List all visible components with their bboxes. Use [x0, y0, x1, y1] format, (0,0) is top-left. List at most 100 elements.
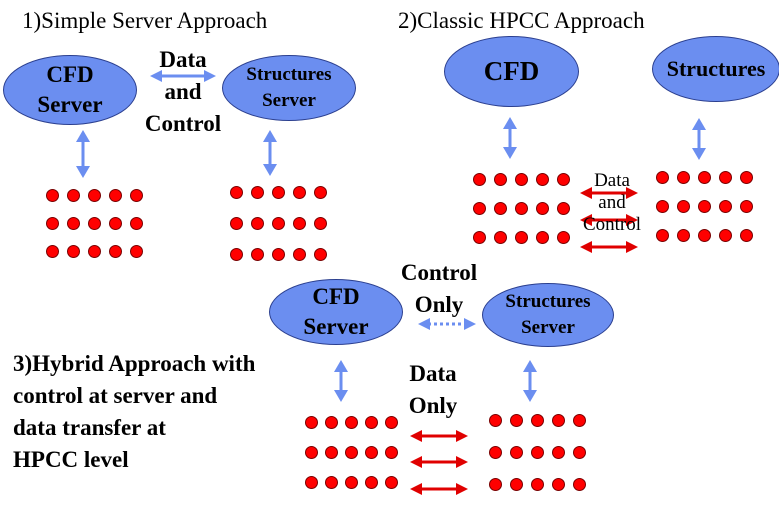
- processor-dot: [489, 446, 502, 459]
- p2-cfd-link-arrow: [503, 117, 517, 159]
- processor-dot: [314, 217, 327, 230]
- p2-link-label: Data and Control: [574, 170, 650, 236]
- p3-control-only-arrow: [418, 318, 476, 330]
- processor-dot: [656, 171, 669, 184]
- processor-dot: [510, 478, 523, 491]
- processor-dot: [325, 476, 338, 489]
- processor-dot: [272, 248, 285, 261]
- processor-dot: [552, 446, 565, 459]
- processor-dot: [46, 189, 59, 202]
- p2-link-label-line3: Control: [582, 214, 642, 235]
- p3-structures-link-arrow: [523, 360, 537, 402]
- processor-dot: [552, 414, 565, 427]
- p3-data-arrow-2: [410, 456, 468, 468]
- processor-dot: [557, 173, 570, 186]
- processor-dot: [536, 202, 549, 215]
- p2-structures-label: Structures: [666, 56, 766, 81]
- p1-cfd-label-line2: Server: [37, 92, 103, 117]
- p1-title: 1)Simple Server Approach: [22, 8, 268, 33]
- p3-structures-label-line1: Structures: [505, 291, 591, 312]
- p1-link-label-line3: Control: [144, 111, 222, 136]
- p3-title-line3: data transfer at: [13, 415, 166, 440]
- p3-title-line4: HPCC level: [13, 447, 129, 472]
- p1-structures-label-line1: Structures: [246, 64, 332, 85]
- processor-dot: [345, 446, 358, 459]
- p3-title: 3)Hybrid Approach with control at server…: [13, 348, 255, 476]
- processor-dot: [230, 186, 243, 199]
- processor-dot: [314, 248, 327, 261]
- p1-server-to-server-arrow: [150, 70, 216, 82]
- p1-link-label-line1: Data: [159, 47, 207, 72]
- processor-dot: [293, 248, 306, 261]
- processor-dot: [88, 217, 101, 230]
- processor-dot: [365, 446, 378, 459]
- processor-dot: [656, 229, 669, 242]
- processor-dot: [305, 476, 318, 489]
- p2-data-arrow-1: [580, 187, 638, 199]
- p2-title: 2)Classic HPCC Approach: [398, 8, 645, 33]
- processor-dot: [385, 476, 398, 489]
- processor-dot: [515, 173, 528, 186]
- processor-dot: [130, 189, 143, 202]
- processor-dot: [515, 202, 528, 215]
- p3-cfd-processor-grid: [305, 416, 398, 489]
- processor-dot: [293, 186, 306, 199]
- processor-dot: [130, 217, 143, 230]
- p3-control-label-line2: Only: [414, 292, 464, 317]
- p3-data-arrow-1: [410, 430, 468, 442]
- processor-dot: [677, 200, 690, 213]
- p2-cfd-processor-grid: [473, 173, 570, 244]
- processor-dot: [557, 231, 570, 244]
- processor-dot: [473, 231, 486, 244]
- p2-data-arrow-3: [580, 241, 638, 253]
- processor-dot: [719, 229, 732, 242]
- processor-dot: [494, 231, 507, 244]
- processor-dot: [573, 446, 586, 459]
- processor-dot: [365, 476, 378, 489]
- p3-data-label-line2: Only: [408, 393, 458, 418]
- processor-dot: [719, 171, 732, 184]
- processor-dot: [88, 245, 101, 258]
- processor-dot: [489, 414, 502, 427]
- processor-dot: [536, 173, 549, 186]
- p3-data-label-line1: Data: [409, 361, 457, 386]
- p1-cfd-server-node: CFD Server: [3, 55, 137, 125]
- processor-dot: [305, 446, 318, 459]
- processor-dot: [230, 217, 243, 230]
- processor-dot: [494, 173, 507, 186]
- processor-dot: [740, 229, 753, 242]
- processor-dot: [109, 217, 122, 230]
- processor-dot: [305, 416, 318, 429]
- p3-structures-label-line2: Server: [521, 317, 575, 338]
- processor-dot: [677, 229, 690, 242]
- processor-dot: [573, 478, 586, 491]
- processor-dot: [473, 202, 486, 215]
- p1-structures-processor-grid: [230, 186, 327, 261]
- p1-cfd-processor-grid: [46, 189, 143, 258]
- processor-dot: [531, 414, 544, 427]
- p1-structures-label-line2: Server: [262, 90, 316, 111]
- p3-data-only-label: Data Only: [390, 358, 476, 422]
- p3-control-only-label: Control Only: [388, 257, 490, 321]
- p1-structures-server-node: Structures Server: [222, 55, 356, 121]
- processor-dot: [46, 217, 59, 230]
- p1-cfd-label-line1: CFD: [46, 62, 94, 87]
- processor-dot: [67, 245, 80, 258]
- p3-title-line2: control at server and: [13, 383, 218, 408]
- processor-dot: [510, 414, 523, 427]
- processor-dot: [109, 189, 122, 202]
- processor-dot: [325, 416, 338, 429]
- processor-dot: [677, 171, 690, 184]
- p3-cfd-label-line1: CFD: [312, 284, 360, 309]
- p2-structures-processor-grid: [656, 171, 753, 242]
- processor-dot: [46, 245, 59, 258]
- processor-dot: [552, 478, 565, 491]
- processor-dot: [251, 186, 264, 199]
- p1-cfd-server-link-arrow: [76, 130, 90, 178]
- p2-structures-node: Structures: [652, 36, 779, 102]
- p2-data-arrow-2: [580, 214, 638, 226]
- p2-link-label-line2: and: [598, 192, 626, 213]
- processor-dot: [531, 446, 544, 459]
